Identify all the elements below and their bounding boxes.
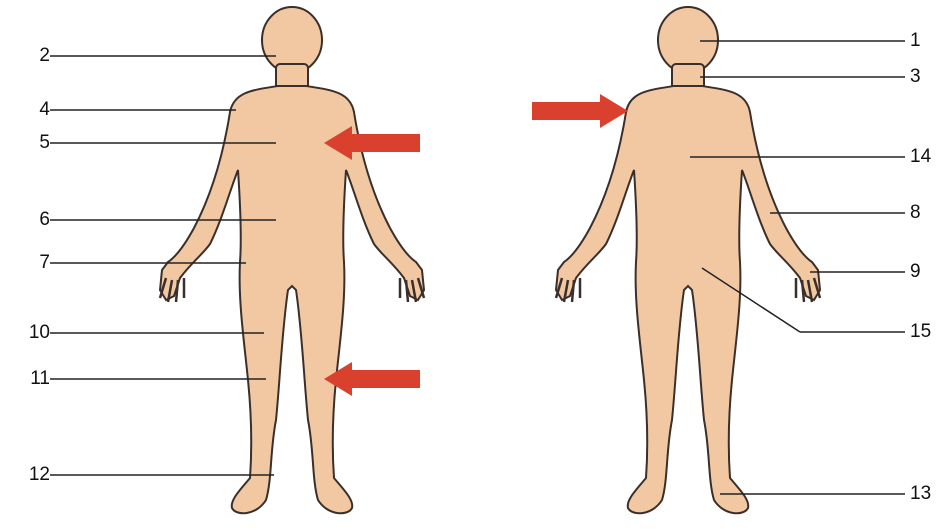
front-body-figure [160, 7, 424, 513]
label-back-7: 13 [910, 484, 947, 503]
label-front-5: 7 [10, 253, 50, 272]
label-front-1: 2 [10, 46, 50, 65]
label-front-3: 5 [10, 133, 50, 152]
label-front-6: 10 [10, 323, 50, 342]
label-front-4: 6 [10, 210, 50, 229]
label-back-1: 1 [910, 31, 947, 50]
label-back-4: 8 [910, 203, 947, 222]
label-front-7: 11 [10, 369, 50, 388]
label-front-2: 4 [10, 100, 50, 119]
back-body-figure [556, 7, 820, 513]
label-back-3: 14 [910, 147, 947, 166]
label-back-6: 15 [910, 322, 947, 341]
label-back-5: 9 [910, 262, 947, 281]
red-arrow-right [532, 94, 628, 128]
label-front-8: 12 [10, 465, 50, 484]
red-arrow-left [324, 362, 420, 396]
label-back-2: 3 [910, 67, 947, 86]
